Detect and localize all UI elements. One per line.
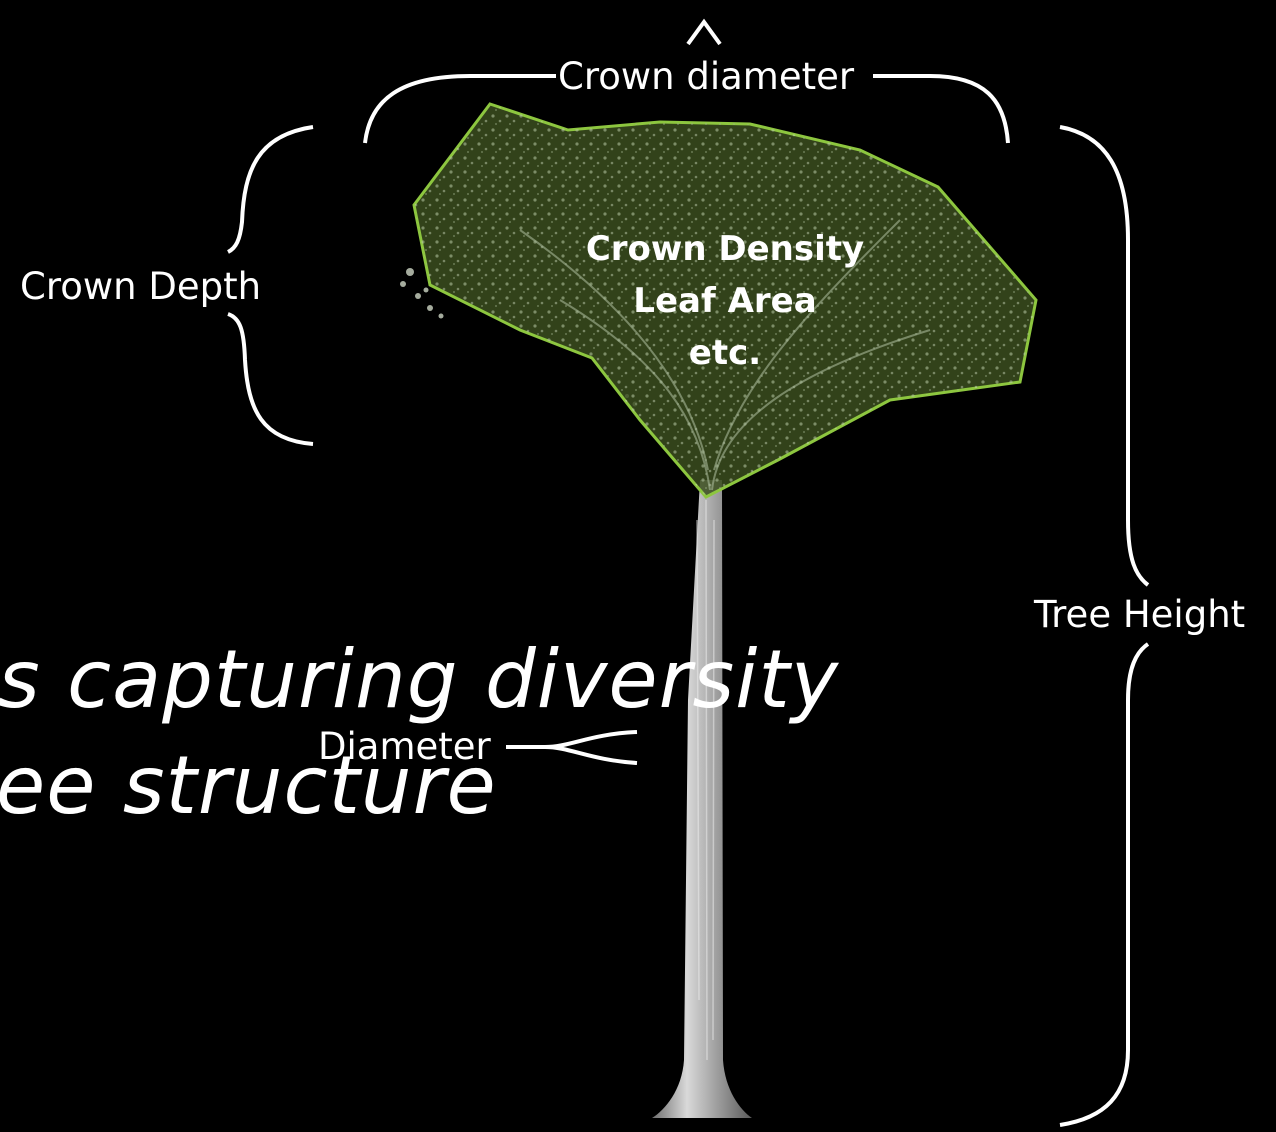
crown-depth-label: Crown Depth [20,268,261,305]
crown-density-label: Crown Density [560,232,890,266]
etc-label: etc. [560,336,890,370]
diameter-pointer [506,732,637,763]
slogan-line-2: ee structure [0,746,497,826]
leaf-area-label: Leaf Area [560,284,890,318]
tree-trunk [652,480,752,1118]
crown-attributes: Crown Density Leaf Area etc. [560,232,890,388]
tree-height-label: Tree Height [1034,596,1245,633]
caret-icon [688,22,720,44]
crown-diameter-label: Crown diameter [558,58,854,95]
slogan-line-1: s capturing diversity [0,640,839,720]
